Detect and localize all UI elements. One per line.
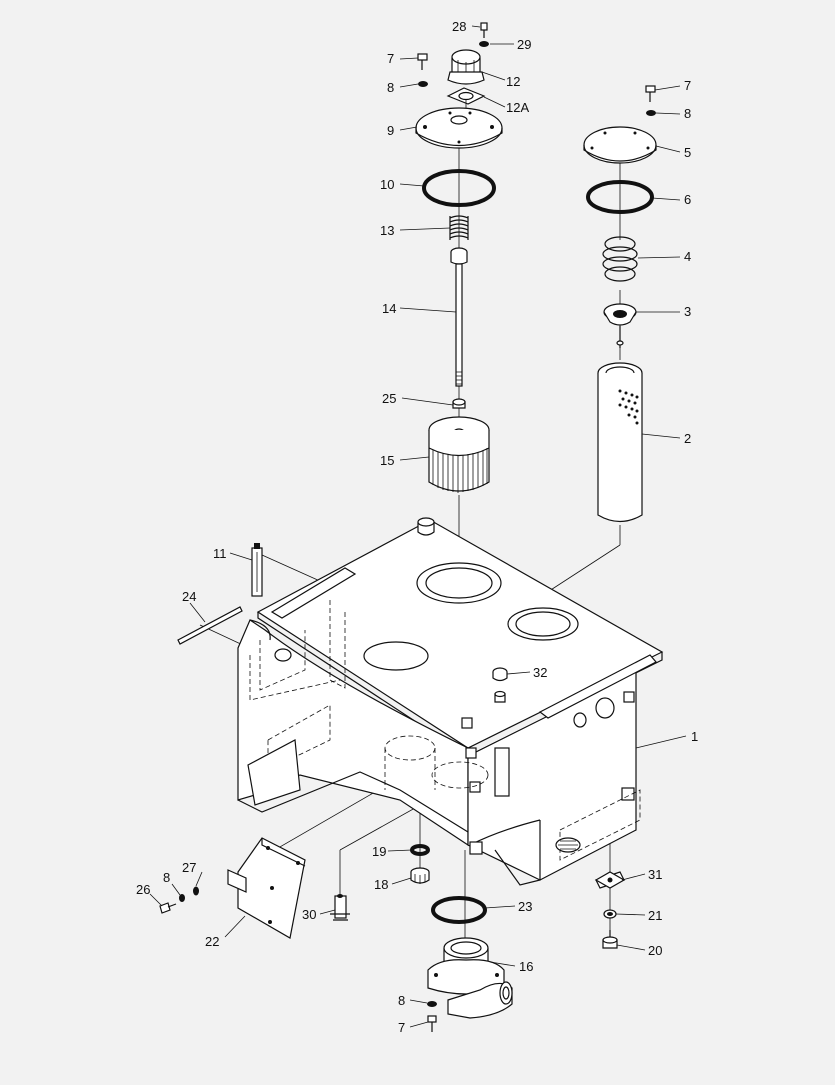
callout-26: 26	[136, 882, 150, 897]
callout-7-top-right: 7	[684, 78, 691, 93]
callout-6: 6	[684, 192, 691, 207]
strainer-2	[597, 362, 643, 523]
o-ring-10	[422, 169, 496, 207]
pump-16	[427, 937, 513, 1019]
callout-25: 25	[382, 391, 396, 406]
callout-28: 28	[452, 19, 466, 34]
callout-12: 12	[506, 74, 520, 89]
washer-8-bottom	[427, 1001, 437, 1007]
washer-21	[603, 909, 617, 919]
callout-18: 18	[374, 877, 388, 892]
callout-2: 2	[684, 431, 691, 446]
callout-7-bottom: 7	[398, 1020, 405, 1035]
callout-labels: 28 29 7 12 8 12A 9 7 8 5 10 6 13 4 14 3 …	[136, 19, 698, 1035]
leader-lines	[149, 25, 687, 1028]
callout-15: 15	[380, 453, 394, 468]
plug-32	[492, 667, 508, 703]
callout-3: 3	[684, 304, 691, 319]
callout-11: 11	[213, 546, 227, 561]
callout-32: 32	[533, 665, 547, 680]
callout-24: 24	[182, 589, 196, 604]
screw-7-top-left	[417, 53, 428, 70]
callout-30: 30	[302, 907, 316, 922]
o-ring-23	[431, 896, 487, 924]
callout-8-bottom: 8	[398, 993, 405, 1008]
callout-23: 23	[518, 899, 532, 914]
callout-8-top-right: 8	[684, 106, 691, 121]
rod-14	[450, 247, 468, 387]
washer-8-top-right	[646, 110, 656, 116]
callout-8-left: 8	[163, 870, 170, 885]
bolt-20	[602, 930, 618, 949]
callout-5: 5	[684, 145, 691, 160]
washer-8-top-left	[418, 81, 428, 87]
screw-7-top-right	[645, 85, 656, 102]
spring-4	[602, 236, 638, 282]
strip-24	[177, 606, 243, 645]
callout-22: 22	[205, 934, 219, 949]
hydraulic-tank-1	[237, 517, 664, 889]
nut-25	[452, 398, 466, 409]
callout-16: 16	[519, 959, 533, 974]
callout-19: 19	[372, 844, 386, 859]
o-ring-6	[586, 180, 654, 214]
cover-plate-9	[415, 107, 503, 149]
valve-3	[603, 303, 637, 348]
callout-13: 13	[380, 223, 394, 238]
callout-7-top-left: 7	[387, 51, 394, 66]
washer-29	[479, 41, 489, 47]
callout-27: 27	[182, 860, 196, 875]
bolt-28	[480, 22, 488, 38]
filter-element-15	[428, 416, 490, 493]
callout-14: 14	[382, 301, 396, 316]
screw-26	[159, 902, 177, 914]
sight-gauge-11	[251, 543, 263, 597]
callout-10: 10	[380, 177, 394, 192]
callout-9: 9	[387, 123, 394, 138]
callout-8-top-left: 8	[387, 80, 394, 95]
plug-18	[410, 867, 430, 884]
adapter-12a	[446, 87, 486, 112]
callout-20: 20	[648, 943, 662, 958]
callout-31: 31	[648, 867, 662, 882]
callout-12a: 12A	[506, 100, 529, 115]
plate-22	[227, 837, 306, 939]
callout-4: 4	[684, 249, 691, 264]
valve-30	[330, 894, 350, 921]
screw-7-bottom	[427, 1015, 437, 1032]
spring-13	[449, 215, 469, 240]
callout-1: 1	[691, 729, 698, 744]
gasket-31	[594, 871, 626, 889]
callout-21: 21	[648, 908, 662, 923]
washer-8-left	[179, 894, 185, 902]
callout-29: 29	[517, 37, 531, 52]
cover-5	[583, 126, 657, 164]
breather-cap-12	[447, 49, 485, 85]
washer-27	[193, 886, 199, 896]
